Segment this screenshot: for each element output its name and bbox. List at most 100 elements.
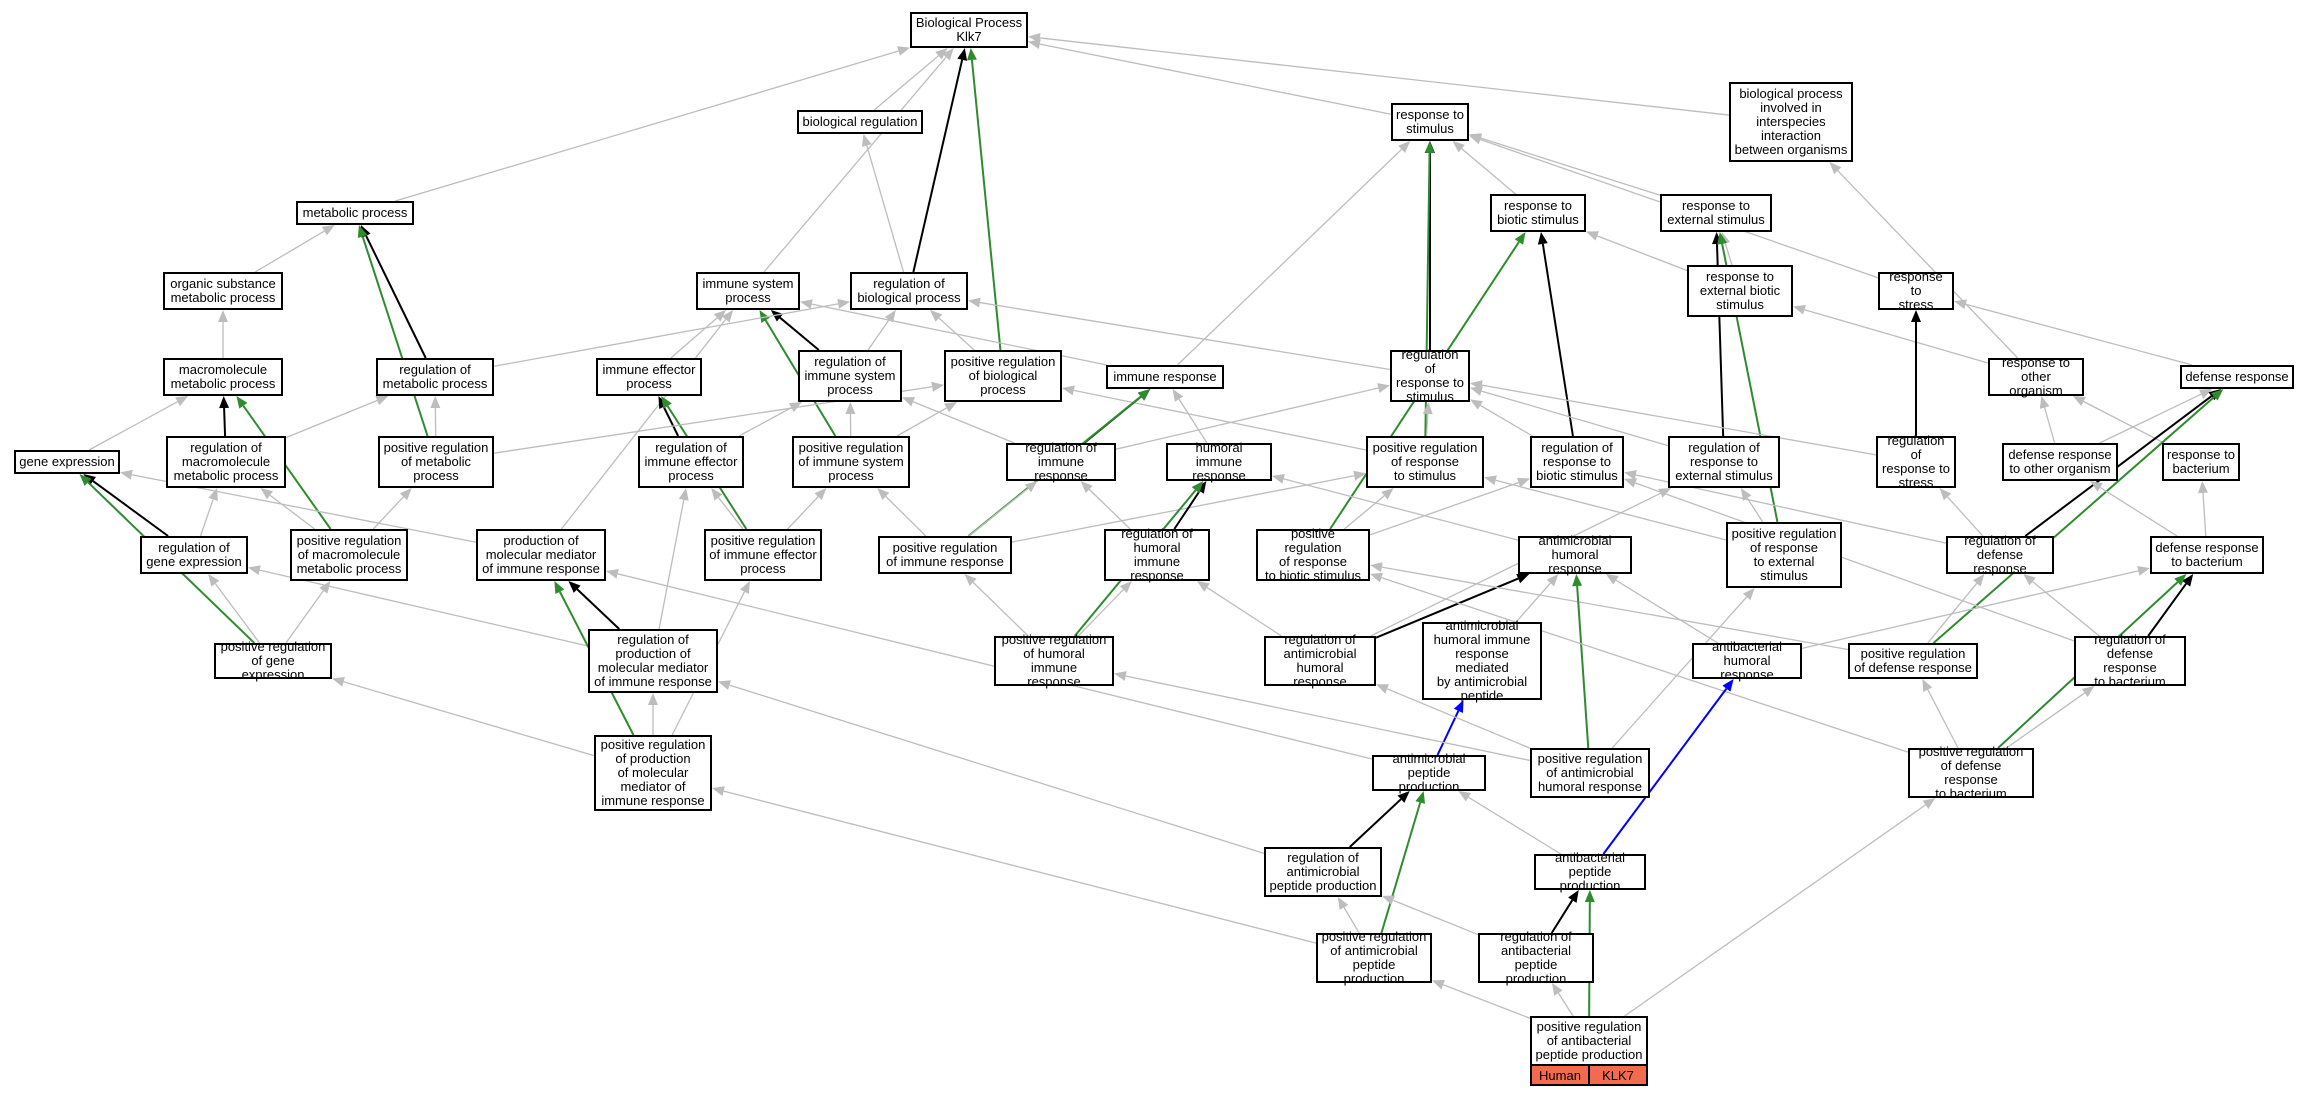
node-macromolecule-metabolic-process[interactable]: macromolecule metabolic process xyxy=(163,358,283,396)
edge-positively-regulates xyxy=(1380,802,1422,934)
node-metabolic-process[interactable]: metabolic process xyxy=(296,201,414,225)
node-positive-regulation-of-antibacterial-peptide-production[interactable]: positive regulation of antibacterial pep… xyxy=(1530,1016,1648,1066)
node-positive-regulation-of-response-to-external-stimulus[interactable]: positive regulation of response to exter… xyxy=(1726,522,1842,588)
node-regulation-of-metabolic-process[interactable]: regulation of metabolic process xyxy=(376,358,494,396)
node-regulation-of-response-to-stimulus[interactable]: regulation of response to stimulus xyxy=(1390,348,1470,404)
edge-is-a xyxy=(972,581,1029,637)
node-regulation-of-antibacterial-peptide-production[interactable]: regulation of antibacterial peptide prod… xyxy=(1478,930,1594,986)
edge-arrowhead xyxy=(1376,684,1389,694)
edge-is-a xyxy=(1425,413,1429,437)
node-response-to-stimulus[interactable]: response to stimulus xyxy=(1391,103,1469,141)
node-positive-regulation-of-immune-response[interactable]: positive regulation of immune response xyxy=(878,536,1012,574)
node-response-to-biotic-stimulus[interactable]: response to biotic stimulus xyxy=(1490,194,1586,232)
node-positive-regulation-of-gene-expression[interactable]: positive regulation of gene expression xyxy=(214,640,332,682)
edge-is-a xyxy=(1635,482,2075,642)
node-regulation-of-response-to-stress[interactable]: regulation of response to stress xyxy=(1876,434,1956,490)
node-positive-regulation-of-antimicrobial-humoral-response[interactable]: positive regulation of antimicrobial hum… xyxy=(1530,748,1650,798)
edge-arrowhead xyxy=(1191,481,1204,494)
node-response-to-bacterium[interactable]: response to bacterium xyxy=(2162,443,2240,481)
edge-arrowhead xyxy=(1722,679,1734,692)
node-regulation-of-antimicrobial-humoral-response[interactable]: regulation of antimicrobial humoral resp… xyxy=(1264,633,1376,689)
node-positive-regulation-of-response-to-biotic-stimulus[interactable]: positive regulation of response to bioti… xyxy=(1256,527,1370,583)
node-biological-process-interspecies[interactable]: biological process involved in interspec… xyxy=(1729,82,1853,162)
edge-arrowhead xyxy=(1432,980,1445,990)
node-regulation-of-gene-expression[interactable]: regulation of gene expression xyxy=(140,536,248,574)
node-regulation-of-humoral-immune-response[interactable]: regulation of humoral immune response xyxy=(1104,527,1210,583)
node-regulation-of-production-of-molecular-mediator[interactable]: regulation of production of molecular me… xyxy=(588,629,718,693)
edge-is-a xyxy=(1927,689,1959,749)
edge-is-a xyxy=(670,317,718,359)
node-positive-regulation-of-defense-response-to-bacterium[interactable]: positive regulation of defense response … xyxy=(1908,745,2034,801)
node-antibacterial-peptide-production[interactable]: antibacterial peptide production xyxy=(1534,851,1646,893)
node-positive-regulation-of-production-of-molecular-mediator[interactable]: positive regulation of production of mol… xyxy=(594,735,712,811)
edge-is-a xyxy=(1381,566,1849,651)
node-positive-regulation-of-immune-system-process[interactable]: positive regulation of immune system pro… xyxy=(792,436,910,488)
node-regulation-of-defense-response[interactable]: regulation of defense response xyxy=(1946,534,2054,576)
node-immune-effector-process[interactable]: immune effector process xyxy=(596,358,702,396)
node-positive-regulation-of-macromolecule-metabolic-process[interactable]: positive regulation of macromolecule met… xyxy=(290,529,408,581)
edge-arrowhead xyxy=(568,581,581,593)
node-immune-system-process[interactable]: immune system process xyxy=(696,272,800,310)
node-regulation-of-response-to-external-stimulus[interactable]: regulation of response to external stimu… xyxy=(1668,436,1780,488)
edge-is-a xyxy=(1206,586,1282,637)
node-regulation-of-macromolecule-metabolic-process[interactable]: regulation of macromolecule metabolic pr… xyxy=(166,436,286,488)
edge-arrowhead xyxy=(1422,402,1433,415)
node-production-of-molecular-mediator-of-immune-response[interactable]: production of molecular mediator of immu… xyxy=(476,529,606,581)
edge-arrowhead xyxy=(79,474,92,486)
edge-is-a xyxy=(1615,579,1719,644)
node-gene-expression[interactable]: gene expression xyxy=(14,450,120,474)
gene-label: KLK7 xyxy=(1588,1066,1646,1084)
node-response-to-external-stimulus[interactable]: response to external stimulus xyxy=(1660,194,1772,232)
node-regulation-of-response-to-biotic-stimulus[interactable]: regulation of response to biotic stimulu… xyxy=(1530,436,1624,488)
node-response-to-other-organism[interactable]: response to other organism xyxy=(1988,356,2084,398)
node-antimicrobial-humoral-immune-response-mediated-by-peptide[interactable]: antimicrobial humoral immune response me… xyxy=(1422,619,1542,703)
node-regulation-of-immune-effector-process[interactable]: regulation of immune effector process xyxy=(638,436,744,488)
node-positive-regulation-of-metabolic-process[interactable]: positive regulation of metabolic process xyxy=(378,436,494,488)
node-defense-response-to-bacterium[interactable]: defense response to bacterium xyxy=(2150,536,2264,574)
edge-arrowhead xyxy=(877,488,890,500)
node-response-to-external-biotic-stimulus[interactable]: response to external biotic stimulus xyxy=(1687,265,1793,317)
edge-is-a xyxy=(88,401,178,451)
node-response-to-stress[interactable]: response to stress xyxy=(1878,270,1954,312)
node-positive-regulation-of-defense-response[interactable]: positive regulation of defense response xyxy=(1848,643,1978,679)
node-regulation-of-immune-response[interactable]: regulation of immune response xyxy=(1006,441,1116,483)
edge-is-a xyxy=(1495,479,1727,541)
edge-part-of xyxy=(223,407,227,437)
node-positive-regulation-of-response-to-stimulus[interactable]: positive regulation of response to stimu… xyxy=(1366,436,1484,488)
edge-arrowhead xyxy=(1196,581,1210,592)
node-biological-process-klk7[interactable]: Biological Process Klk7 xyxy=(910,12,1028,48)
node-antimicrobial-peptide-production[interactable]: antimicrobial peptide production xyxy=(1372,752,1486,794)
node-immune-response[interactable]: immune response xyxy=(1106,365,1224,389)
node-regulation-of-biological-process[interactable]: regulation of biological process xyxy=(850,272,968,310)
node-defense-response-to-other-organism[interactable]: defense response to other organism xyxy=(2002,443,2118,481)
edge-arrowhead xyxy=(1119,581,1132,594)
node-regulation-of-defense-response-to-bacterium[interactable]: regulation of defense response to bacter… xyxy=(2074,633,2186,689)
edge-is-a xyxy=(259,569,589,647)
node-positive-regulation-of-humoral-immune-response[interactable]: positive regulation of humoral immune re… xyxy=(994,633,1114,689)
node-positive-regulation-of-immune-effector-process[interactable]: positive regulation of immune effector p… xyxy=(704,529,822,581)
node-regulation-of-antimicrobial-peptide-production[interactable]: regulation of antimicrobial peptide prod… xyxy=(1264,847,1382,897)
node-positive-regulation-of-antimicrobial-peptide-production[interactable]: positive regulation of antimicrobial pep… xyxy=(1316,930,1432,986)
node-regulation-of-immune-system-process[interactable]: regulation of immune system process xyxy=(798,350,902,402)
edge-is-a xyxy=(2099,393,2202,444)
node-antibacterial-humoral-response[interactable]: antibacterial humoral response xyxy=(1692,640,1802,682)
node-positive-regulation-of-biological-process[interactable]: positive regulation of biological proces… xyxy=(944,350,1062,402)
edge-is-a xyxy=(1724,243,1733,266)
edge-arrowhead xyxy=(935,48,948,60)
node-biological-regulation[interactable]: biological regulation xyxy=(797,110,923,134)
edge-arrowhead xyxy=(2081,686,2095,697)
node-organic-substance-metabolic-process[interactable]: organic substance metabolic process xyxy=(163,272,283,310)
node-antimicrobial-humoral-response[interactable]: antimicrobial humoral response xyxy=(1518,534,1632,576)
edge-is-a xyxy=(912,401,1015,444)
node-defense-response[interactable]: defense response xyxy=(2180,365,2294,389)
edge-is-a xyxy=(1596,235,1688,272)
edge-arrowhead xyxy=(2198,481,2208,494)
edge-is-a xyxy=(1115,387,1379,450)
node-humoral-immune-response[interactable]: humoral immune response xyxy=(1166,441,1272,483)
edge-is-a xyxy=(1125,675,1531,762)
edge-is-a xyxy=(1343,906,1360,934)
edge-arrowhead xyxy=(2182,574,2194,587)
edge-is-a xyxy=(896,407,947,437)
edge-arrowhead xyxy=(2023,574,2036,586)
edge-arrowhead xyxy=(430,396,441,409)
